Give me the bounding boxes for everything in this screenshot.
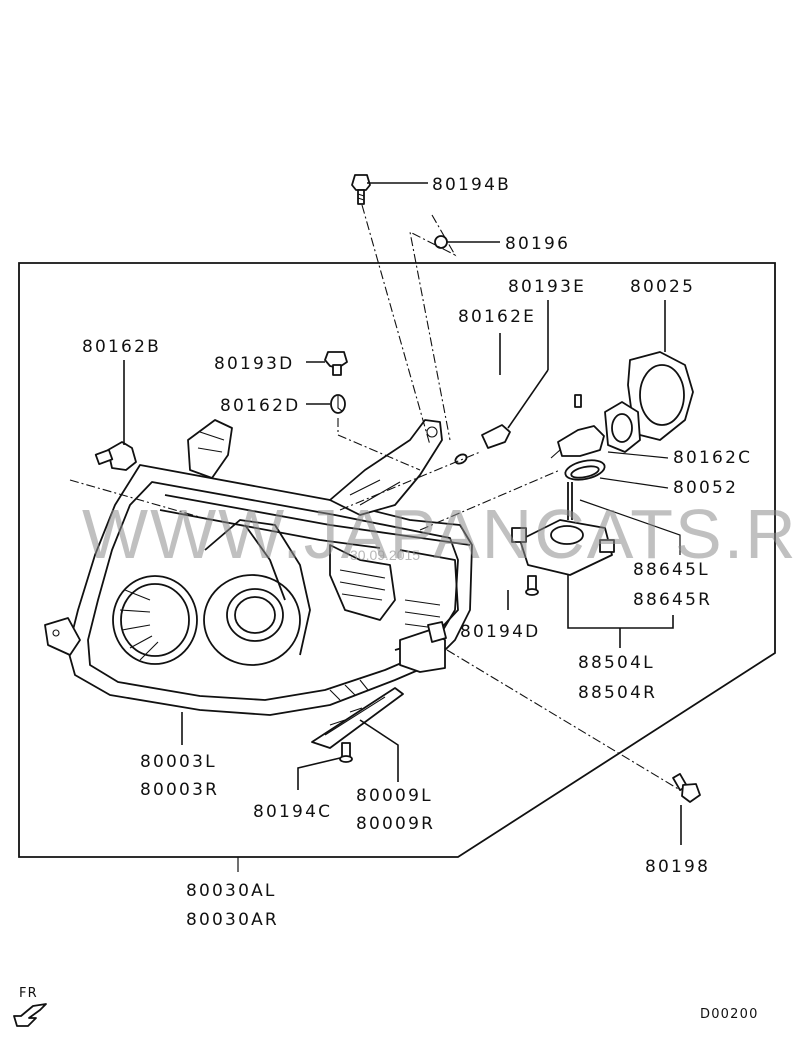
bracket-80009[interactable] — [311, 687, 404, 749]
callout-80194D[interactable]: 80194D — [460, 622, 540, 642]
socket-80193D[interactable] — [324, 351, 348, 376]
assembly-frame — [18, 262, 776, 858]
headlamp-unit[interactable] — [44, 419, 473, 716]
callout-80030AR[interactable]: 80030AR — [186, 910, 279, 930]
nut-80196[interactable] — [434, 235, 448, 249]
bulb-80162C[interactable] — [550, 394, 605, 459]
callout-80030AL[interactable]: 80030AL — [186, 881, 277, 901]
watermark-date: 30.09.2015 — [350, 547, 420, 563]
callout-88504L[interactable]: 88504L — [578, 653, 655, 673]
ballast-88504[interactable] — [511, 519, 615, 576]
callout-88504R[interactable]: 88504R — [578, 683, 657, 703]
callout-80052[interactable]: 80052 — [673, 478, 738, 498]
callout-80003L[interactable]: 80003L — [140, 752, 217, 772]
diagram-code: D00200 — [700, 1007, 759, 1022]
callout-80194C[interactable]: 80194C — [253, 802, 332, 822]
callout-80003R[interactable]: 80003R — [140, 780, 219, 800]
bulb-80162E[interactable] — [454, 453, 468, 466]
bulb-80162D[interactable] — [330, 394, 346, 414]
callout-80193D[interactable]: 80193D — [214, 354, 294, 374]
callout-80162B[interactable]: 80162B — [82, 337, 161, 357]
callout-80025[interactable]: 80025 — [630, 277, 695, 297]
bulb-80162B[interactable] — [94, 441, 137, 471]
bolt-80194B[interactable] — [351, 174, 371, 205]
screw-80194C[interactable] — [339, 742, 353, 763]
callout-88645L[interactable]: 88645L — [633, 560, 710, 580]
callout-80193E[interactable]: 80193E — [508, 277, 586, 297]
callout-80196[interactable]: 80196 — [505, 234, 570, 254]
callout-80009L[interactable]: 80009L — [356, 786, 433, 806]
socket-80193E[interactable] — [481, 424, 511, 449]
seal-ring-80052[interactable] — [564, 457, 607, 483]
watermark: WWW.JAPANCATS.RU — [82, 495, 800, 573]
callout-80194B[interactable]: 80194B — [432, 175, 511, 195]
cap-80025[interactable] — [604, 351, 694, 453]
callout-80162C[interactable]: 80162C — [673, 448, 752, 468]
callout-80198[interactable]: 80198 — [645, 857, 710, 877]
callout-88645R[interactable]: 88645R — [633, 590, 712, 610]
callout-80162E[interactable]: 80162E — [458, 307, 536, 327]
front-direction-arrow-icon — [13, 1003, 47, 1027]
orientation-label: FR — [19, 986, 38, 1001]
screw-80194D[interactable] — [525, 575, 539, 596]
callout-80162D[interactable]: 80162D — [220, 396, 300, 416]
ballast-cord-88645[interactable] — [567, 482, 573, 520]
leader-lines — [69, 182, 682, 872]
callout-80009R[interactable]: 80009R — [356, 814, 435, 834]
bolt-80198[interactable] — [672, 773, 701, 803]
